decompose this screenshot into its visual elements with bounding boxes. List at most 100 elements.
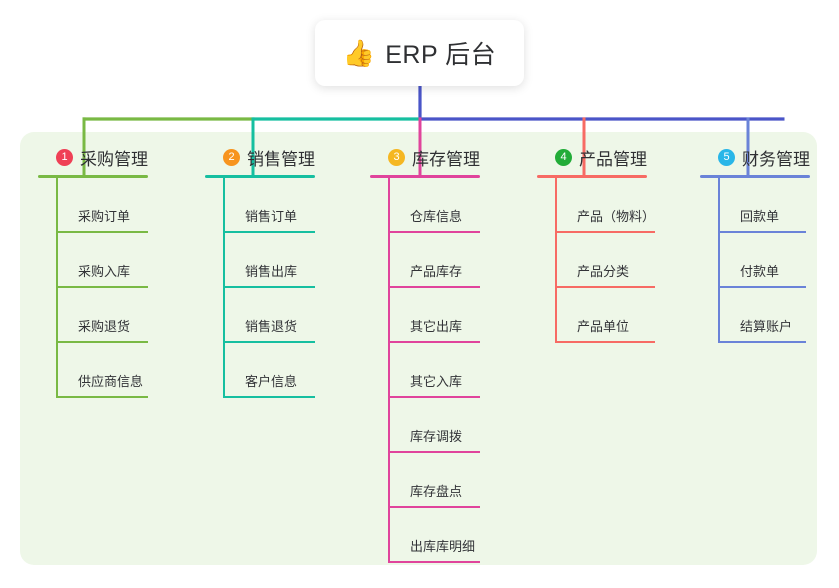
leaf-underline bbox=[388, 506, 480, 508]
branch-spine bbox=[718, 178, 720, 343]
leaf-item[interactable]: 结算账户 bbox=[718, 288, 810, 343]
leaf-item-label: 产品库存 bbox=[410, 264, 463, 279]
branch-2: 2 销售管理销售订单销售出库销售退货客户信息 bbox=[205, 144, 315, 398]
leaf-underline bbox=[223, 231, 315, 233]
leaf-underline bbox=[388, 286, 480, 288]
leaf-underline bbox=[56, 396, 148, 398]
branch-underline bbox=[700, 175, 810, 178]
leaf-item-label: 其它入库 bbox=[410, 374, 463, 389]
branch-underline bbox=[537, 175, 647, 178]
leaf-item-label: 产品单位 bbox=[577, 319, 630, 334]
branch-title: 采购管理 bbox=[80, 149, 148, 169]
leaf-item[interactable]: 采购订单 bbox=[56, 178, 148, 233]
leaf-item-label: 仓库信息 bbox=[410, 209, 463, 224]
leaf-item-label: 采购入库 bbox=[78, 264, 131, 279]
leaf-item[interactable]: 销售退货 bbox=[223, 288, 315, 343]
leaf-item[interactable]: 客户信息 bbox=[223, 343, 315, 398]
leaf-underline bbox=[718, 231, 806, 233]
leaf-item-label: 产品分类 bbox=[577, 264, 630, 279]
leaf-underline bbox=[388, 341, 480, 343]
branch-items: 回款单付款单结算账户 bbox=[700, 178, 810, 343]
leaf-underline bbox=[388, 451, 480, 453]
leaf-item[interactable]: 其它出库 bbox=[388, 288, 480, 343]
branch-title: 销售管理 bbox=[247, 149, 315, 169]
leaf-underline bbox=[56, 286, 148, 288]
branch-header-3[interactable]: 3 库存管理 bbox=[370, 144, 480, 170]
branch-header-1[interactable]: 1 采购管理 bbox=[38, 144, 148, 170]
thumbs-up-icon: 👍 bbox=[342, 38, 376, 68]
leaf-item-label: 其它出库 bbox=[410, 319, 463, 334]
leaf-underline bbox=[388, 561, 480, 563]
branch-header-5[interactable]: 5 财务管理 bbox=[700, 144, 810, 170]
branch-number-badge: 1 bbox=[56, 148, 73, 166]
leaf-item[interactable]: 产品（物料） bbox=[555, 178, 655, 233]
leaf-item-label: 客户信息 bbox=[245, 374, 298, 389]
leaf-item-label: 采购订单 bbox=[78, 209, 131, 224]
leaf-underline bbox=[223, 341, 315, 343]
leaf-item-label: 销售订单 bbox=[245, 209, 298, 224]
leaf-underline bbox=[388, 231, 480, 233]
branch-number-badge: 5 bbox=[718, 148, 735, 166]
branch-5: 5 财务管理回款单付款单结算账户 bbox=[700, 144, 810, 343]
leaf-item[interactable]: 供应商信息 bbox=[56, 343, 148, 398]
leaf-item[interactable]: 采购入库 bbox=[56, 233, 148, 288]
leaf-item[interactable]: 产品分类 bbox=[555, 233, 655, 288]
leaf-item-label: 结算账户 bbox=[740, 319, 793, 334]
leaf-item[interactable]: 销售出库 bbox=[223, 233, 315, 288]
leaf-underline bbox=[555, 286, 655, 288]
branch-spine bbox=[555, 178, 557, 343]
leaf-item-label: 付款单 bbox=[740, 264, 780, 279]
root-node[interactable]: 👍 ERP 后台 bbox=[315, 20, 524, 86]
leaf-item[interactable]: 付款单 bbox=[718, 233, 810, 288]
leaf-item-label: 库存调拨 bbox=[410, 429, 463, 444]
branch-number-badge: 2 bbox=[223, 148, 240, 166]
leaf-underline bbox=[223, 286, 315, 288]
leaf-item[interactable]: 采购退货 bbox=[56, 288, 148, 343]
branch-underline bbox=[38, 175, 148, 178]
leaf-item[interactable]: 销售订单 bbox=[223, 178, 315, 233]
leaf-item[interactable]: 仓库信息 bbox=[388, 178, 480, 233]
leaf-item[interactable]: 产品库存 bbox=[388, 233, 480, 288]
leaf-underline bbox=[555, 341, 655, 343]
branch-items: 产品（物料） 产品分类产品单位 bbox=[537, 178, 655, 343]
branch-number-badge: 3 bbox=[388, 148, 405, 166]
leaf-underline bbox=[555, 231, 655, 233]
branch-items: 销售订单销售出库销售退货客户信息 bbox=[205, 178, 315, 398]
branch-header-2[interactable]: 2 销售管理 bbox=[205, 144, 315, 170]
leaf-underline bbox=[388, 396, 480, 398]
branch-spine bbox=[388, 178, 390, 563]
leaf-item-label: 销售退货 bbox=[245, 319, 298, 334]
root-node-label: ERP 后台 bbox=[385, 41, 497, 69]
branch-3: 3 库存管理仓库信息产品库存其它出库其它入库库存调拨库存盘点出库库明细 bbox=[370, 144, 480, 563]
leaf-item-label: 出库库明细 bbox=[410, 539, 476, 554]
branch-title: 库存管理 bbox=[412, 149, 480, 169]
leaf-item-label: 采购退货 bbox=[78, 319, 131, 334]
branch-underline bbox=[370, 175, 480, 178]
branch-spine bbox=[223, 178, 225, 398]
leaf-item[interactable]: 库存调拨 bbox=[388, 398, 480, 453]
leaf-item[interactable]: 出库库明细 bbox=[388, 508, 480, 563]
leaf-item-label: 回款单 bbox=[740, 209, 780, 224]
leaf-item[interactable]: 库存盘点 bbox=[388, 453, 480, 508]
leaf-item[interactable]: 回款单 bbox=[718, 178, 810, 233]
leaf-item[interactable]: 产品单位 bbox=[555, 288, 655, 343]
leaf-underline bbox=[56, 231, 148, 233]
branch-underline bbox=[205, 175, 315, 178]
leaf-underline bbox=[223, 396, 315, 398]
leaf-underline bbox=[718, 341, 806, 343]
branch-1: 1 采购管理采购订单采购入库采购退货供应商信息 bbox=[38, 144, 148, 398]
leaf-item-label: 供应商信息 bbox=[78, 374, 144, 389]
branches-panel bbox=[20, 132, 817, 565]
leaf-item-label: 库存盘点 bbox=[410, 484, 463, 499]
leaf-underline bbox=[56, 341, 148, 343]
branch-items: 仓库信息产品库存其它出库其它入库库存调拨库存盘点出库库明细 bbox=[370, 178, 480, 563]
leaf-underline bbox=[718, 286, 806, 288]
branch-title: 财务管理 bbox=[742, 149, 810, 169]
branch-title: 产品管理 bbox=[579, 149, 647, 169]
branch-spine bbox=[56, 178, 58, 398]
leaf-item[interactable]: 其它入库 bbox=[388, 343, 480, 398]
branch-items: 采购订单采购入库采购退货供应商信息 bbox=[38, 178, 148, 398]
